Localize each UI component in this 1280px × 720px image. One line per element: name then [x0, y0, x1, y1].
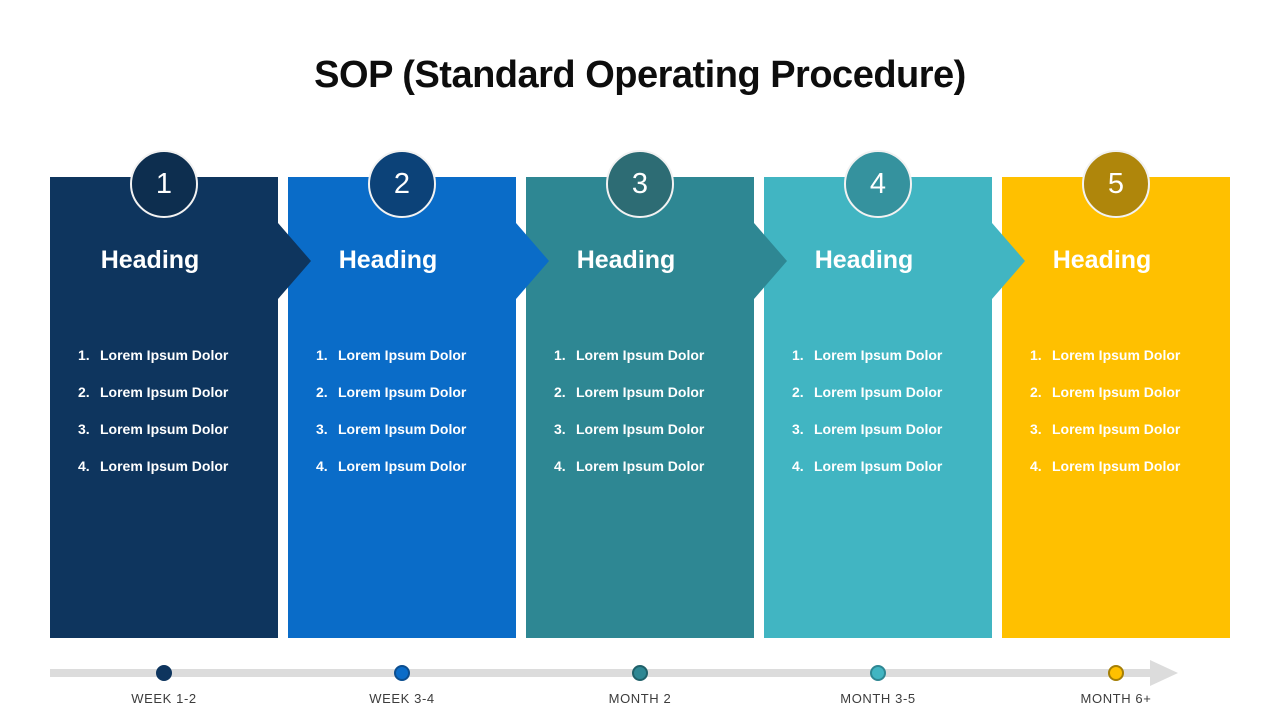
list-item-text: Lorem Ipsum Dolor [576, 458, 705, 474]
step-heading: Heading [1052, 246, 1152, 274]
list-item-number: 4. [554, 458, 566, 474]
list-item-text: Lorem Ipsum Dolor [814, 458, 943, 474]
list-item-text: Lorem Ipsum Dolor [1052, 384, 1181, 400]
list-item-text: Lorem Ipsum Dolor [814, 384, 943, 400]
list-item: 3. Lorem Ipsum Dolor [792, 421, 992, 438]
list-item: 2. Lorem Ipsum Dolor [554, 384, 754, 401]
step-column-2: 2 Heading 1. Lorem Ipsum Dolor 2. Lorem Ip… [288, 150, 549, 638]
list-item: 4. Lorem Ipsum Dolor [1030, 458, 1230, 475]
list-item-number: 3. [316, 421, 328, 437]
step-number: 3 [631, 167, 649, 200]
step-heading: Heading [576, 246, 676, 274]
list-item-text: Lorem Ipsum Dolor [100, 347, 229, 363]
timeline-label-2: WEEK 3-4 [369, 691, 435, 706]
step-heading: Heading [338, 246, 438, 274]
timeline-arrowhead-icon [1150, 660, 1178, 686]
timeline-dot-4 [870, 665, 886, 681]
list-item-number: 1. [78, 347, 90, 363]
list-item-text: Lorem Ipsum Dolor [1052, 421, 1181, 437]
list-item-number: 1. [554, 347, 566, 363]
timeline-label-1: WEEK 1-2 [131, 691, 197, 706]
step-number-badge: 1 [130, 150, 198, 218]
list-item-text: Lorem Ipsum Dolor [338, 421, 467, 437]
list-item-text: Lorem Ipsum Dolor [814, 347, 943, 363]
list-item-text: Lorem Ipsum Dolor [814, 421, 943, 437]
timeline-dot-2 [394, 665, 410, 681]
list-item: 3. Lorem Ipsum Dolor [316, 421, 516, 438]
timeline-dot-1 [156, 665, 172, 681]
step-number-badge: 5 [1082, 150, 1150, 218]
list-item-number: 2. [554, 384, 566, 400]
step-heading: Heading [100, 246, 200, 274]
list-item-number: 3. [554, 421, 566, 437]
step-column-3: 3 Heading 1. Lorem Ipsum Dolor 2. Lorem Ip… [526, 150, 787, 638]
list-item-number: 2. [792, 384, 804, 400]
step-number: 1 [155, 167, 173, 200]
list-item: 3. Lorem Ipsum Dolor [78, 421, 278, 438]
list-item: 4. Lorem Ipsum Dolor [316, 458, 516, 475]
timeline-label-5: MONTH 6+ [1080, 691, 1152, 706]
step-list: 1.Lorem Ipsum Dolor 2.Lorem Ipsum Dolor … [526, 347, 754, 495]
list-item-text: Lorem Ipsum Dolor [338, 458, 467, 474]
list-item-number: 2. [1030, 384, 1042, 400]
list-item-text: Lorem Ipsum Dolor [338, 347, 467, 363]
timeline-bar [50, 669, 1152, 677]
step-number-badge: 4 [844, 150, 912, 218]
list-item-text: Lorem Ipsum Dolor [1052, 347, 1181, 363]
list-item-number: 3. [1030, 421, 1042, 437]
list-item-text: Lorem Ipsum Dolor [338, 384, 467, 400]
list-item-text: Lorem Ipsum Dolor [576, 384, 705, 400]
list-item-number: 1. [792, 347, 804, 363]
list-item: 4. Lorem Ipsum Dolor [792, 458, 992, 475]
page-title: SOP (Standard Operating Procedure) [314, 54, 966, 96]
list-item-number: 1. [1030, 347, 1042, 363]
step-column-4: 4 Heading 1. Lorem Ipsum Dolor 2. Lorem Ip… [764, 150, 1025, 638]
list-item-number: 4. [792, 458, 804, 474]
list-item: 2. Lorem Ipsum Dolor [792, 384, 992, 401]
step-number: 5 [1107, 167, 1125, 200]
timeline: WEEK 1-2 WEEK 3-4 MONTH 2 MONTH 3-5 MONT… [50, 660, 1180, 716]
list-item: 3. Lorem Ipsum Dolor [1030, 421, 1230, 438]
list-item: 1. Lorem Ipsum Dolor [554, 347, 754, 364]
step-number: 2 [393, 167, 411, 200]
step-column-5: 5 Heading 1. Lorem Ipsum Dolor 2. Lorem Ip… [1002, 150, 1230, 638]
list-item: 1. Lorem Ipsum Dolor [316, 347, 516, 364]
list-item: 1. Lorem Ipsum Dolor [78, 347, 278, 364]
timeline-label-3: MONTH 2 [608, 691, 672, 706]
list-item-number: 4. [316, 458, 328, 474]
list-item-number: 1. [316, 347, 328, 363]
list-item: 1. Lorem Ipsum Dolor [1030, 347, 1230, 364]
timeline-label-4: MONTH 3-5 [840, 691, 916, 706]
timeline-dot-3 [632, 665, 648, 681]
list-item: 2. Lorem Ipsum Dolor [316, 384, 516, 401]
list-item: 4. Lorem Ipsum Dolor [554, 458, 754, 475]
list-item: 1. Lorem Ipsum Dolor [792, 347, 992, 364]
list-item-text: Lorem Ipsum Dolor [100, 421, 229, 437]
list-item-number: 4. [78, 458, 90, 474]
list-item-number: 3. [792, 421, 804, 437]
list-item: 2. Lorem Ipsum Dolor [78, 384, 278, 401]
step-heading: Heading [814, 246, 914, 274]
step-number: 4 [869, 167, 887, 200]
list-item-text: Lorem Ipsum Dolor [1052, 458, 1181, 474]
step-number-badge: 2 [368, 150, 436, 218]
list-item: 3. Lorem Ipsum Dolor [554, 421, 754, 438]
list-item-text: Lorem Ipsum Dolor [576, 421, 705, 437]
step-list: 1.Lorem Ipsum Dolor 2.Lorem Ipsum Dolor … [288, 347, 516, 495]
list-item-text: Lorem Ipsum Dolor [576, 347, 705, 363]
step-column-1: 1 Heading 1. Lorem Ipsum Dolor 2. Lorem Ip… [50, 150, 311, 638]
list-item-number: 2. [316, 384, 328, 400]
list-item-text: Lorem Ipsum Dolor [100, 384, 229, 400]
step-list: 1.Lorem Ipsum Dolor 2.Lorem Ipsum Dolor … [764, 347, 992, 495]
list-item-number: 3. [78, 421, 90, 437]
list-item-text: Lorem Ipsum Dolor [100, 458, 229, 474]
list-item-number: 2. [78, 384, 90, 400]
list-item: 4. Lorem Ipsum Dolor [78, 458, 278, 475]
list-item-number: 4. [1030, 458, 1042, 474]
list-item: 2. Lorem Ipsum Dolor [1030, 384, 1230, 401]
step-number-badge: 3 [606, 150, 674, 218]
step-list: 1.Lorem Ipsum Dolor 2.Lorem Ipsum Dolor … [1002, 347, 1230, 495]
timeline-dot-5 [1108, 665, 1124, 681]
step-list: 1.Lorem Ipsum Dolor 2.Lorem Ipsum Dolor … [50, 347, 278, 495]
